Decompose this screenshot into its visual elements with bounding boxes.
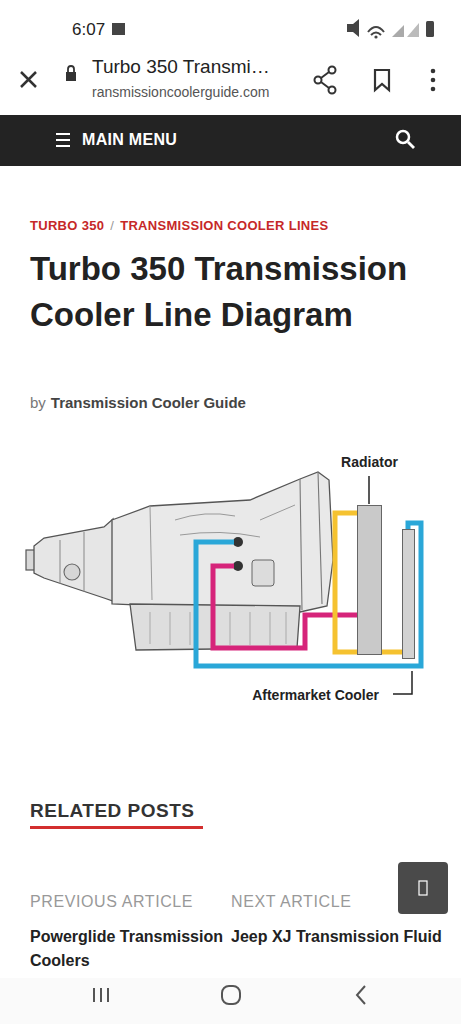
next-article: NEXT ARTICLE Jeep XJ Transmission Fluid bbox=[231, 892, 446, 949]
status-bar-part bbox=[347, 19, 359, 37]
leader-lines-part bbox=[393, 671, 412, 694]
breadcrumb-separator: / bbox=[110, 218, 114, 234]
transmission-illustration-part bbox=[150, 505, 295, 600]
status-bar-part bbox=[392, 25, 404, 37]
navigation-bar-part bbox=[94, 988, 108, 1002]
menu-bar-part bbox=[397, 131, 409, 143]
part-label: Radiator bbox=[341, 454, 398, 471]
page-title: Turbo 350 Transmission Cooler Line Diagr… bbox=[30, 246, 420, 338]
category-row: TURBO 350 / TRANSMISSION COOLER LINES bbox=[30, 218, 328, 234]
browser-toolbar-part bbox=[21, 72, 36, 87]
menu-bar-part bbox=[56, 134, 70, 146]
byline-row: by Transmission Cooler Guide bbox=[30, 394, 246, 412]
navigation-bar-part bbox=[0, 978, 461, 1024]
status-bar-part bbox=[407, 23, 419, 37]
status-bar bbox=[0, 0, 461, 48]
radiator: Radiator bbox=[357, 505, 382, 655]
browser-toolbar-part bbox=[315, 77, 322, 84]
browser-toolbar-part bbox=[329, 87, 336, 94]
floating-button-part bbox=[398, 862, 448, 914]
browser-toolbar-part bbox=[431, 69, 436, 74]
category-link: TURBO 350 bbox=[30, 218, 104, 234]
part-label: Aftermarket Cooler bbox=[252, 687, 379, 704]
article-link: Jeep XJ Transmission Fluid bbox=[231, 925, 446, 949]
author-name: Transmission Cooler Guide bbox=[51, 394, 246, 412]
cooler-lines bbox=[196, 523, 421, 666]
browser-toolbar-part bbox=[321, 72, 329, 88]
transmission-illustration-part bbox=[233, 561, 243, 571]
related-underline-part bbox=[30, 826, 203, 829]
transmission-illustration-part bbox=[300, 472, 322, 610]
aftermarket-cooler: Aftermarket Cooler bbox=[402, 529, 415, 659]
status-bar-part bbox=[426, 21, 434, 37]
menu-label: MAIN MENU bbox=[82, 130, 177, 149]
browser-toolbar-part bbox=[329, 67, 336, 74]
leader-lines-part bbox=[368, 476, 370, 504]
browser-toolbar-part bbox=[0, 48, 461, 115]
browser-toolbar-part bbox=[375, 70, 389, 90]
article-link: Powerglide Transmission Coolers bbox=[30, 925, 226, 973]
tab-title: Turbo 350 Transmi… bbox=[92, 56, 270, 79]
browser-toolbar-part bbox=[68, 66, 74, 72]
transmission-illustration-part bbox=[150, 612, 286, 645]
status-bar-part bbox=[112, 23, 125, 35]
clock-time: 6:07 bbox=[72, 20, 105, 40]
floating-button bbox=[398, 862, 448, 914]
navigation-bar-part bbox=[222, 986, 240, 1004]
browser-toolbar-part bbox=[431, 87, 436, 92]
nav-caption: PREVIOUS ARTICLE bbox=[30, 892, 226, 911]
related-underline bbox=[30, 826, 203, 829]
blue-cooler-line bbox=[196, 523, 421, 666]
category-link: TRANSMISSION COOLER LINES bbox=[120, 218, 328, 234]
page-url: ransmissioncoolerguide.com bbox=[92, 84, 269, 101]
menu-bar bbox=[0, 115, 461, 166]
browser-toolbar-part bbox=[66, 72, 76, 81]
browser-toolbar-part bbox=[431, 78, 436, 83]
transmission-illustration-part bbox=[34, 519, 113, 601]
status-bar-part bbox=[0, 0, 461, 48]
menu-bar-part bbox=[0, 115, 461, 166]
transmission-illustration bbox=[26, 472, 333, 650]
navigation-bar bbox=[0, 978, 461, 1024]
transmission-illustration-part bbox=[60, 532, 84, 592]
transmission-illustration-part bbox=[252, 560, 274, 586]
status-bar-part bbox=[374, 35, 377, 38]
previous-article: PREVIOUS ARTICLE Powerglide Transmission … bbox=[30, 892, 226, 973]
floating-button-part bbox=[419, 881, 427, 895]
status-bar-part bbox=[368, 27, 384, 35]
transmission-illustration-part bbox=[64, 564, 80, 580]
browser-toolbar bbox=[0, 48, 461, 115]
menu-bar-part bbox=[408, 142, 414, 148]
transmission-illustration-part bbox=[233, 537, 243, 547]
section-heading: RELATED POSTS bbox=[30, 800, 195, 823]
byline-prefix: by bbox=[30, 394, 46, 412]
navigation-bar-part bbox=[357, 986, 365, 1004]
nav-caption: NEXT ARTICLE bbox=[231, 892, 446, 911]
